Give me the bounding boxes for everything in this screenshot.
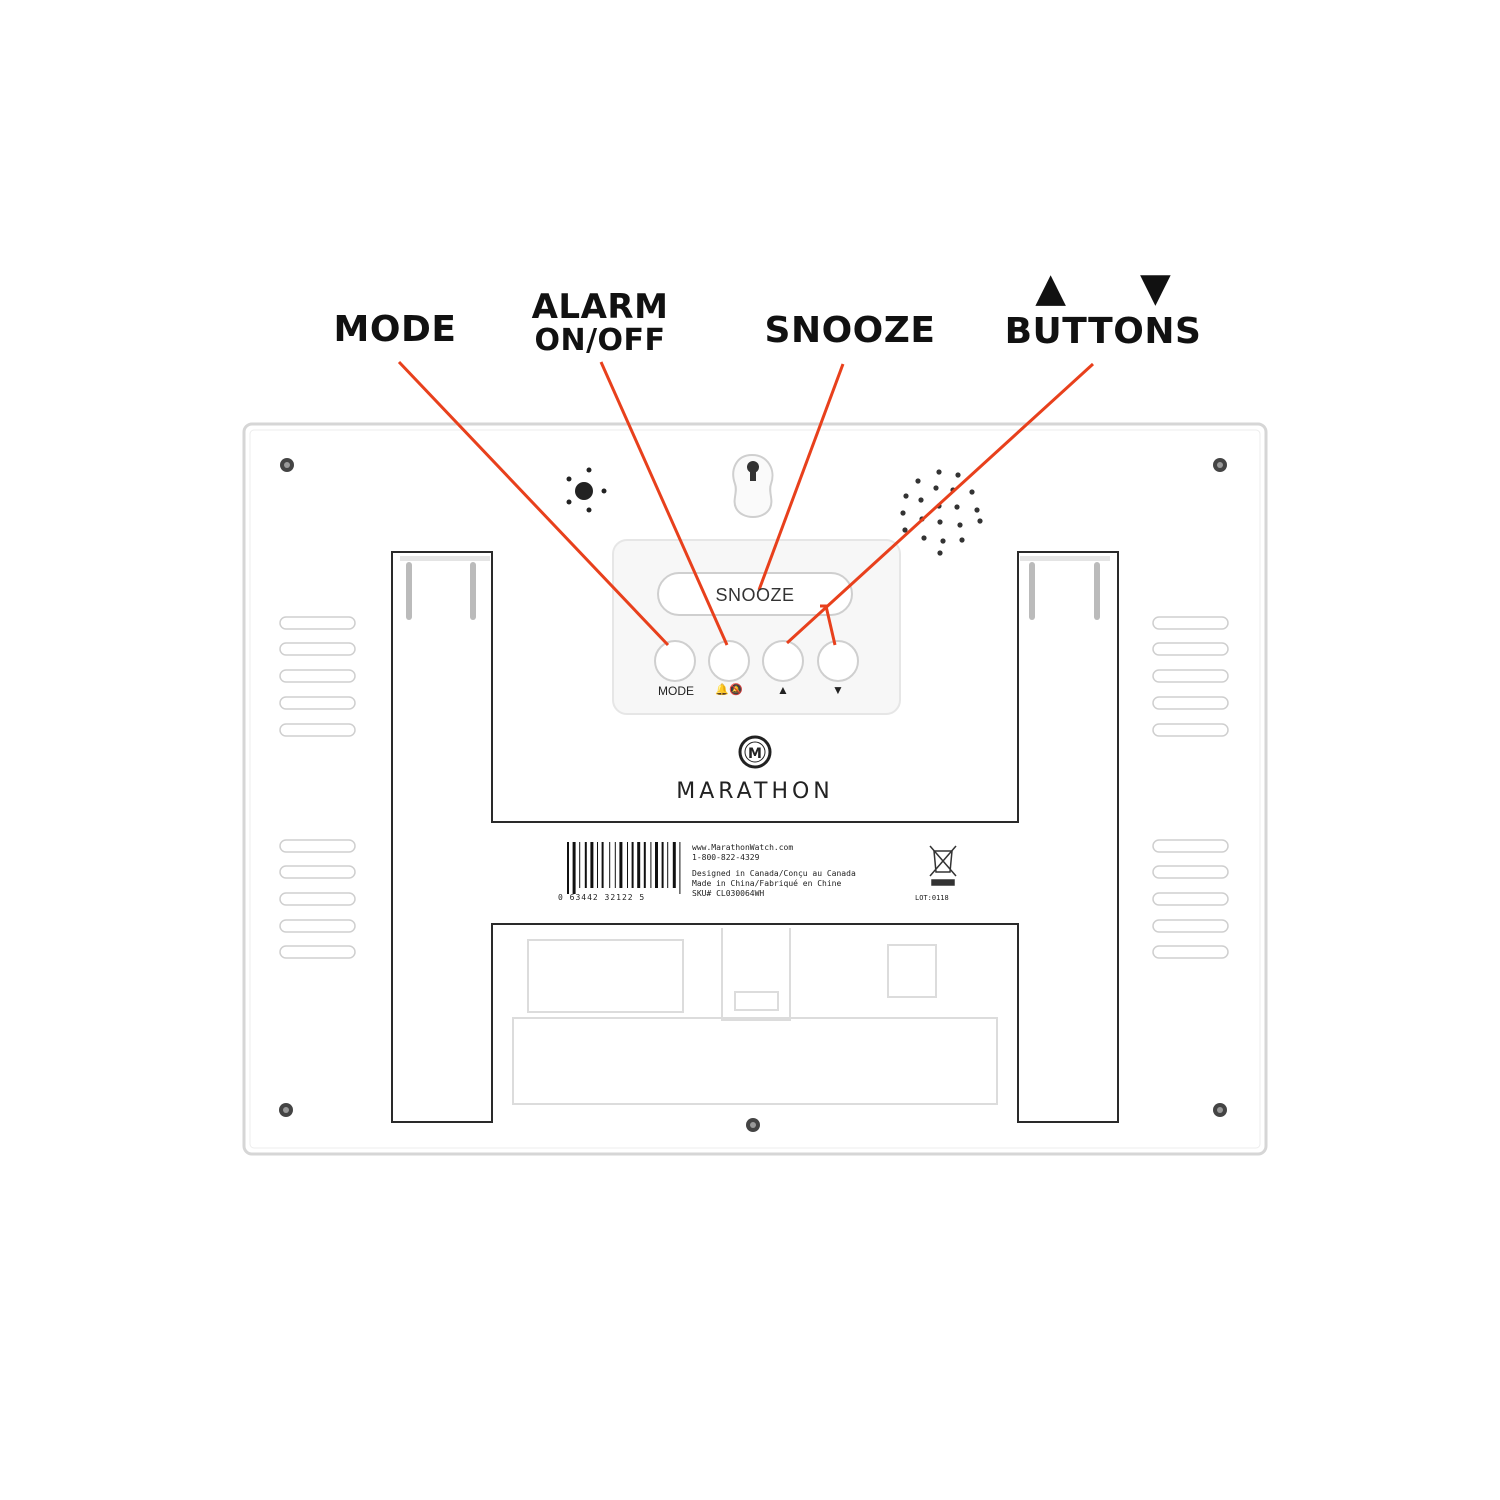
callout-arrow-buttons: ▲ ▼ BUTTONS: [1003, 268, 1203, 350]
up-button[interactable]: [762, 640, 804, 682]
product-info: www.MarathonWatch.com 1-800-822-4329 Des…: [692, 843, 856, 899]
screw-icon: [279, 458, 1227, 1132]
up-arrow-icon: ▲: [777, 683, 789, 697]
device-body: [242, 422, 1268, 1156]
callout-snooze: SNOOZE: [764, 310, 936, 351]
battery-compartment: [512, 928, 998, 1105]
weee-disposal-icon: [929, 845, 957, 886]
snooze-bar[interactable]: [657, 572, 853, 616]
logo-letter: M: [748, 746, 762, 762]
snooze-bar-label: SNOOZE: [715, 585, 795, 605]
phone-text: 1-800-822-4329: [692, 853, 760, 862]
mode-button-label: MODE: [658, 684, 694, 698]
kickstand-outline: [391, 551, 1119, 1123]
stand-slot-icon: [406, 562, 1100, 620]
callout-alarm-line2: ON/OFF: [534, 323, 666, 358]
callout-mode: MODE: [333, 309, 457, 350]
light-sensor-icon: [566, 467, 607, 513]
alarm-bell-icon: 🔔🔕: [715, 684, 743, 696]
lot-number: LOT:0118: [915, 894, 949, 902]
leader-lines: [397, 360, 1095, 647]
marathon-logo-icon: M: [738, 735, 772, 769]
callout-alarm-line1: ALARM: [531, 287, 669, 327]
mode-button[interactable]: [654, 640, 696, 682]
alarm-toggle-button[interactable]: [708, 640, 750, 682]
brand-name: MARATHON: [676, 779, 834, 804]
designed-text: Designed in Canada/Conçu au Canada: [692, 869, 856, 878]
callout-arrows: ▲ ▼: [1035, 265, 1201, 311]
keyhole-hanger-icon: [732, 453, 774, 518]
down-button[interactable]: [817, 640, 859, 682]
barcode-icon: [567, 842, 681, 894]
barcode-number: 0 63442 32122 5: [558, 893, 646, 902]
callout-alarm-on-off: ALARM ON/OFF: [520, 290, 680, 356]
sku-text: SKU# CL030064WH: [692, 889, 765, 898]
down-arrow-icon: ▼: [832, 683, 844, 697]
callout-buttons-word: BUTTONS: [1004, 311, 1202, 352]
vent-slots-icon: [279, 616, 1229, 959]
website-text: www.MarathonWatch.com: [692, 843, 794, 852]
made-text: Made in China/Fabriqué en Chine: [692, 879, 842, 888]
